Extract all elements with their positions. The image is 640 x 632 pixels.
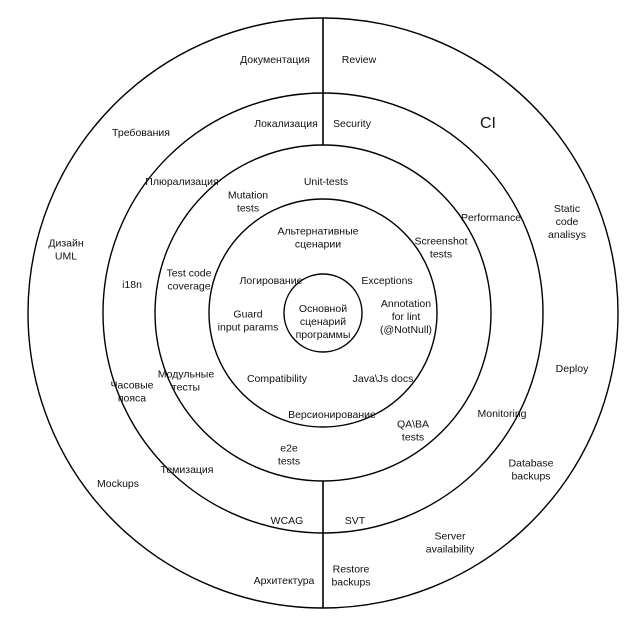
label-java-js-docs: Java\Js docs: [353, 373, 414, 385]
label-documentation: Документация: [240, 54, 310, 66]
label-versioning: Версионирование: [288, 409, 376, 421]
center-circle: [283, 273, 363, 353]
label-deploy: Deploy: [556, 363, 589, 375]
inner-ring: [208, 198, 438, 428]
label-localization: Локализация: [254, 118, 318, 130]
label-review: Review: [342, 54, 377, 66]
label-monitoring: Monitoring: [477, 408, 526, 420]
label-compatibility: Compatibility: [247, 373, 308, 385]
label-performance: Performance: [461, 212, 521, 224]
label-pluralization: Плюрализация: [145, 176, 218, 188]
label-requirements: Требования: [112, 127, 170, 139]
label-logging: Логирование: [240, 275, 303, 287]
label-unit-tests: Unit-tests: [304, 176, 348, 188]
label-mockups: Mockups: [97, 478, 139, 490]
label-wcag: WCAG: [271, 515, 304, 527]
label-exceptions: Exceptions: [361, 275, 412, 287]
label-svt: SVT: [345, 515, 366, 527]
label-i18n: i18n: [122, 279, 142, 291]
label-ci: CI: [480, 115, 496, 132]
label-architecture: Архитектура: [254, 575, 315, 587]
label-security: Security: [333, 118, 372, 130]
label-theming: Темизация: [161, 464, 214, 476]
